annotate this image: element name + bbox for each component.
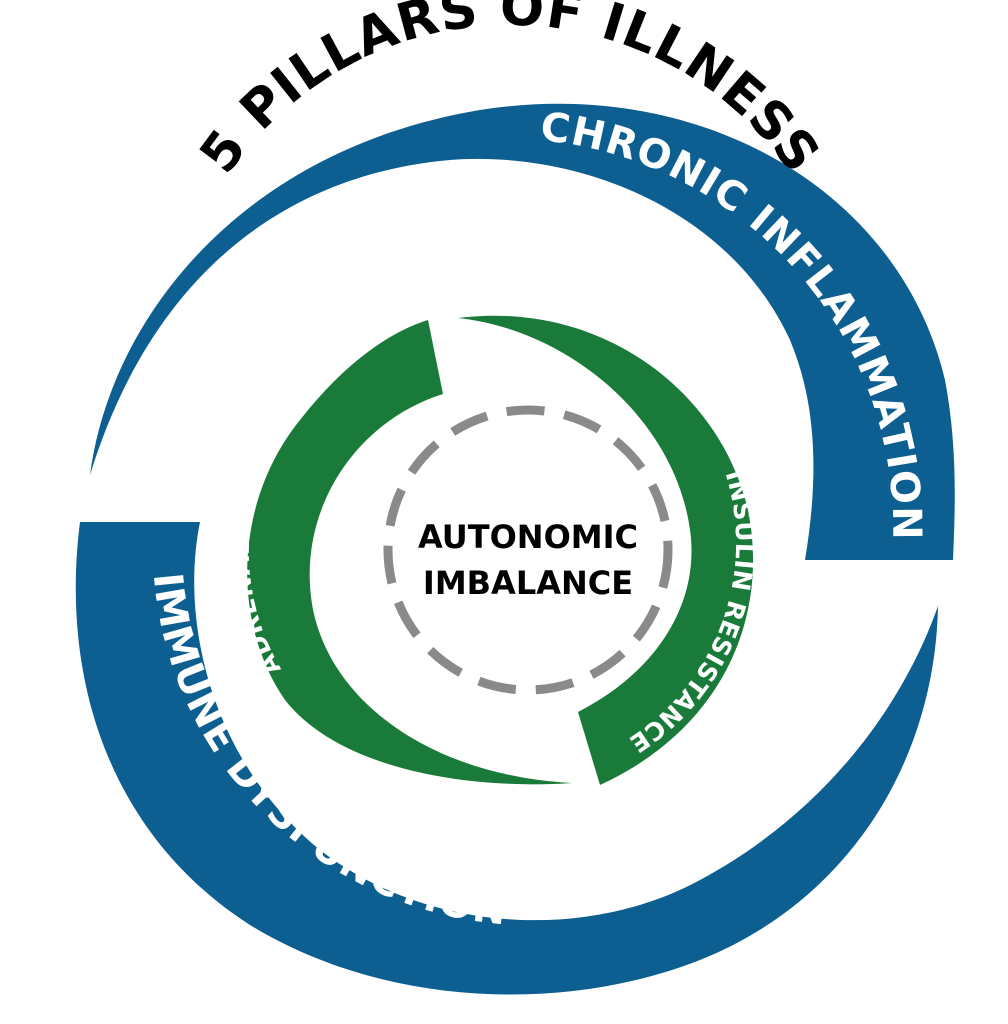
- center-label-line2: IMBALANCE: [423, 564, 633, 602]
- center-label-line1: AUTONOMIC: [418, 518, 638, 556]
- center-dashed-circle: [383, 405, 673, 695]
- immune-dysfunction-arc: [75, 522, 939, 995]
- adrenal-dysfunction-arc: [247, 320, 572, 785]
- insulin-resistance-arc: [458, 315, 754, 785]
- chronic-inflammation-arc: [90, 103, 955, 560]
